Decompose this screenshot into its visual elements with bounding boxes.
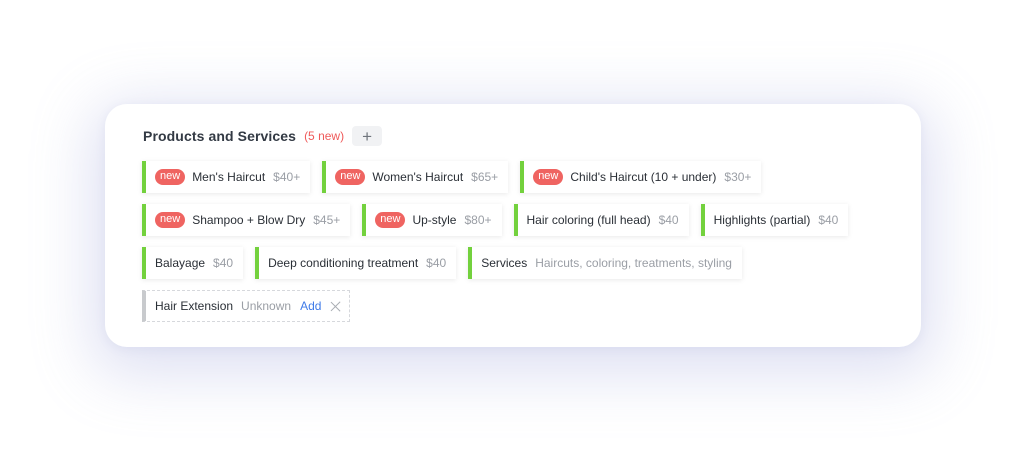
plus-icon: + [362, 126, 373, 146]
tag-row: Balayage $40 Deep conditioning treatment… [142, 247, 742, 279]
new-badge: new [533, 169, 564, 185]
add-link[interactable]: Add [300, 299, 322, 313]
service-description: Haircuts, coloring, treatments, styling [535, 256, 732, 270]
service-price: $80+ [464, 213, 492, 227]
tag-row: Hair Extension Unknown Add [142, 290, 351, 322]
service-name: Deep conditioning treatment [268, 256, 419, 270]
service-price: $65+ [471, 170, 499, 184]
service-name: Men's Haircut [192, 170, 266, 184]
service-price: $45+ [313, 213, 341, 227]
service-price: $40+ [273, 170, 301, 184]
service-tag[interactable]: Highlights (partial) $40 [700, 204, 849, 236]
close-icon[interactable] [331, 301, 341, 311]
pending-service-tag: Hair Extension Unknown Add [142, 290, 351, 322]
new-badge: new [335, 169, 366, 185]
service-name: Up-style [412, 213, 457, 227]
service-name: Services [481, 256, 528, 270]
service-tag[interactable]: Balayage $40 [142, 247, 244, 279]
tag-row: new Shampoo + Blow Dry $45+ new Up-style… [142, 204, 849, 236]
service-tag[interactable]: Deep conditioning treatment $40 [255, 247, 457, 279]
section-header: Products and Services (5 new) + [143, 126, 383, 146]
tag-row: new Men's Haircut $40+ new Women's Hairc… [142, 161, 762, 193]
service-price: Unknown [241, 299, 292, 313]
new-badge: new [375, 212, 406, 228]
service-price: $40 [213, 256, 234, 270]
service-price: $30+ [724, 170, 752, 184]
new-badge: new [155, 169, 186, 185]
section-title: Products and Services [143, 128, 297, 144]
service-tag[interactable]: new Up-style $80+ [362, 204, 502, 236]
service-name: Highlights (partial) [713, 213, 811, 227]
service-tag[interactable]: new Shampoo + Blow Dry $45+ [142, 204, 351, 236]
service-price: $40 [818, 213, 839, 227]
add-service-button[interactable]: + [352, 126, 383, 146]
service-name: Hair Extension [155, 299, 234, 313]
service-tag[interactable]: Services Haircuts, coloring, treatments,… [468, 247, 742, 279]
service-name: Shampoo + Blow Dry [192, 213, 306, 227]
service-name: Child's Haircut (10 + under) [570, 170, 717, 184]
service-tag[interactable]: Hair coloring (full head) $40 [513, 204, 689, 236]
service-tag[interactable]: new Men's Haircut $40+ [142, 161, 311, 193]
service-name: Balayage [155, 256, 206, 270]
service-price: $40 [426, 256, 447, 270]
service-tag[interactable]: new Child's Haircut (10 + under) $30+ [520, 161, 762, 193]
service-price: $40 [658, 213, 679, 227]
products-services-card: Products and Services (5 new) + new Men'… [105, 104, 921, 347]
service-name: Women's Haircut [372, 170, 464, 184]
service-tag[interactable]: new Women's Haircut $65+ [322, 161, 509, 193]
service-name: Hair coloring (full head) [526, 213, 651, 227]
new-badge: new [155, 212, 186, 228]
new-count: (5 new) [304, 129, 345, 143]
